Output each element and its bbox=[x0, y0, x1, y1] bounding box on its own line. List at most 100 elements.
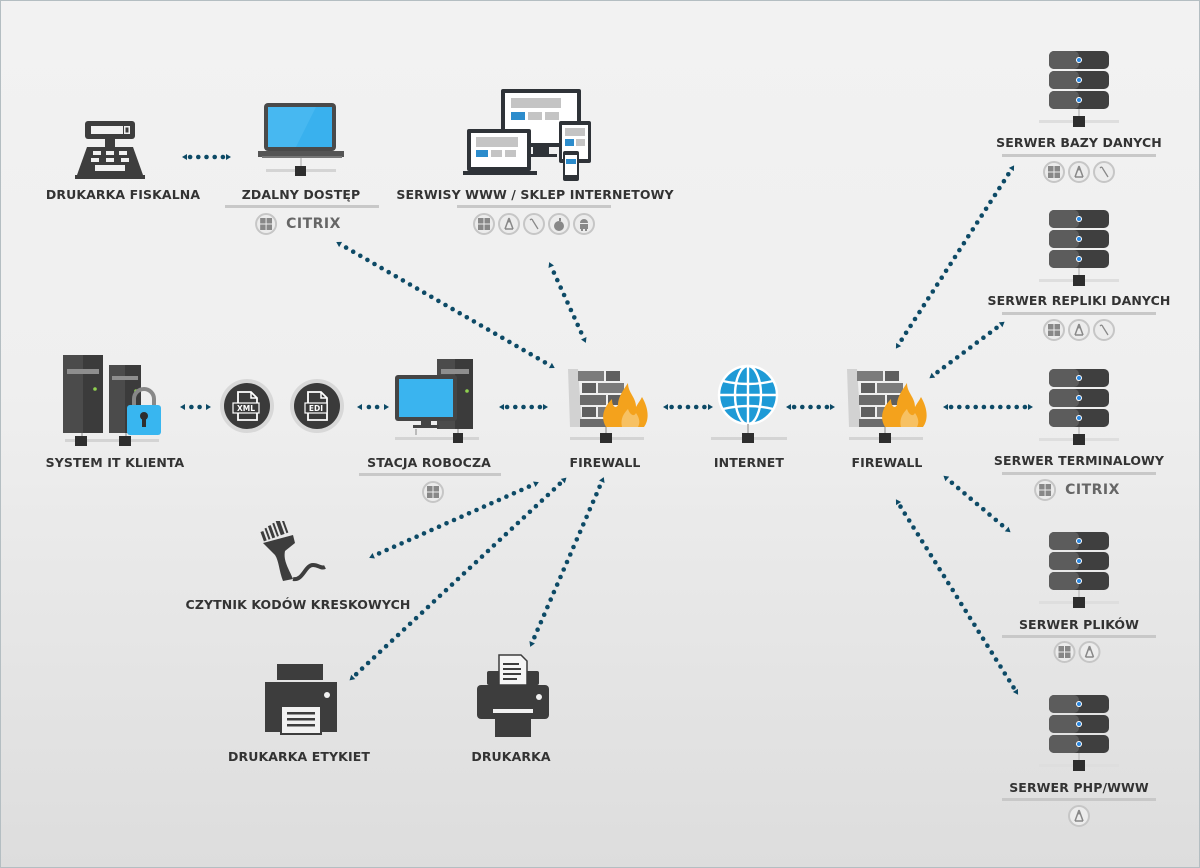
windows-icon bbox=[1034, 479, 1057, 501]
link-dot bbox=[503, 531, 509, 537]
citrix-logo: CITRIX bbox=[1065, 482, 1120, 498]
arrowhead-icon bbox=[384, 404, 389, 410]
arrowhead-icon bbox=[786, 404, 791, 410]
arrowhead-icon bbox=[182, 154, 187, 160]
link-dot bbox=[561, 292, 567, 298]
windows-icon bbox=[1043, 319, 1065, 341]
link-zdalny_dostep-firewall_left bbox=[336, 241, 555, 369]
link-dot bbox=[481, 504, 487, 509]
link-dot bbox=[537, 404, 543, 410]
arrowhead-icon bbox=[548, 262, 554, 268]
arrowhead-icon bbox=[581, 337, 587, 343]
node-label: DRUKARKA ETYKIET bbox=[228, 749, 370, 764]
linux-icon bbox=[1068, 161, 1090, 183]
link-dot bbox=[693, 404, 699, 410]
link-dot bbox=[539, 498, 545, 503]
node-label: FIREWALL bbox=[569, 455, 641, 470]
link-dot bbox=[532, 634, 537, 640]
link-dot bbox=[597, 484, 602, 490]
link-dot bbox=[572, 315, 577, 320]
link-firewall_left-internet bbox=[663, 404, 713, 410]
link-dot bbox=[492, 331, 498, 337]
server-icon bbox=[1039, 369, 1119, 445]
link-dot bbox=[948, 261, 953, 267]
link-dot bbox=[979, 213, 984, 218]
link-dot bbox=[551, 487, 557, 492]
link-dot bbox=[507, 339, 512, 345]
edi-text: EDI bbox=[309, 404, 323, 413]
link-dot bbox=[496, 497, 502, 503]
link-dot bbox=[594, 492, 599, 497]
link-dot bbox=[466, 511, 472, 516]
arrowhead-icon bbox=[1008, 165, 1015, 172]
link-dot bbox=[993, 517, 999, 523]
node-label: DRUKARKA FISKALNA bbox=[45, 187, 201, 202]
responsive-devices-icon bbox=[463, 89, 591, 181]
link-dot bbox=[478, 323, 484, 328]
link-dot bbox=[961, 240, 967, 246]
link-dot bbox=[511, 491, 517, 496]
link-dot bbox=[561, 567, 566, 572]
link-dot bbox=[538, 619, 544, 625]
link-dot bbox=[513, 404, 518, 410]
link-dot bbox=[993, 657, 999, 662]
link-dot bbox=[497, 537, 503, 543]
link-dot bbox=[379, 265, 384, 271]
platform-badges bbox=[1043, 161, 1115, 183]
platform-badges bbox=[473, 213, 595, 235]
node-label: SERWER BAZY DANYCH bbox=[996, 135, 1162, 150]
node-label: SERWISY WWW / SKLEP INTERNETOWY bbox=[396, 187, 674, 202]
link-dot bbox=[485, 548, 491, 554]
link-dot bbox=[966, 234, 971, 239]
link-dot bbox=[551, 270, 557, 275]
divider bbox=[1002, 635, 1156, 638]
link-dot bbox=[196, 154, 201, 160]
link-dot bbox=[343, 245, 349, 250]
link-internet-firewall_right bbox=[786, 404, 835, 410]
link-dot bbox=[467, 565, 473, 571]
link-dot bbox=[474, 507, 479, 513]
arrowhead-icon bbox=[533, 481, 539, 487]
link-dot bbox=[974, 220, 980, 225]
link-dot bbox=[994, 325, 999, 331]
link-dot bbox=[980, 636, 986, 641]
link-dot bbox=[500, 335, 505, 341]
link-dot bbox=[934, 282, 940, 287]
link-dot bbox=[954, 355, 960, 360]
arrowhead-icon bbox=[529, 641, 535, 647]
link-dot bbox=[548, 597, 553, 602]
link-dot bbox=[972, 622, 977, 628]
link-dot bbox=[669, 404, 674, 410]
link-dot bbox=[350, 249, 356, 254]
link-dot bbox=[950, 587, 955, 593]
link-dot bbox=[459, 514, 464, 519]
link-dot bbox=[941, 573, 947, 579]
arrowhead-icon bbox=[1028, 404, 1033, 410]
link-dot bbox=[535, 356, 541, 361]
link-dot bbox=[574, 537, 580, 542]
link-dot bbox=[939, 275, 944, 281]
link-dot bbox=[981, 507, 986, 512]
link-dot bbox=[451, 517, 457, 523]
arrowhead-icon bbox=[599, 477, 605, 483]
link-dot bbox=[400, 278, 406, 283]
bsd-icon bbox=[1093, 319, 1115, 341]
link-dot bbox=[377, 649, 383, 655]
link-dot bbox=[937, 566, 942, 572]
platform-badges bbox=[1068, 805, 1090, 827]
node-label: FIREWALL bbox=[851, 455, 923, 470]
link-firewall_right-serwer_plikow bbox=[943, 475, 1011, 533]
firewall-icon bbox=[847, 369, 927, 443]
link-dot bbox=[461, 571, 467, 576]
platform-badges bbox=[1053, 641, 1101, 663]
link-dot bbox=[808, 404, 813, 410]
link-dot bbox=[965, 404, 970, 410]
link-dot bbox=[989, 650, 995, 655]
link-dot bbox=[353, 671, 359, 677]
linux-icon bbox=[1068, 319, 1090, 341]
arrowhead-icon bbox=[336, 241, 343, 248]
link-dot bbox=[1006, 678, 1012, 683]
linux-icon bbox=[498, 213, 520, 235]
platform-badges bbox=[422, 481, 444, 503]
